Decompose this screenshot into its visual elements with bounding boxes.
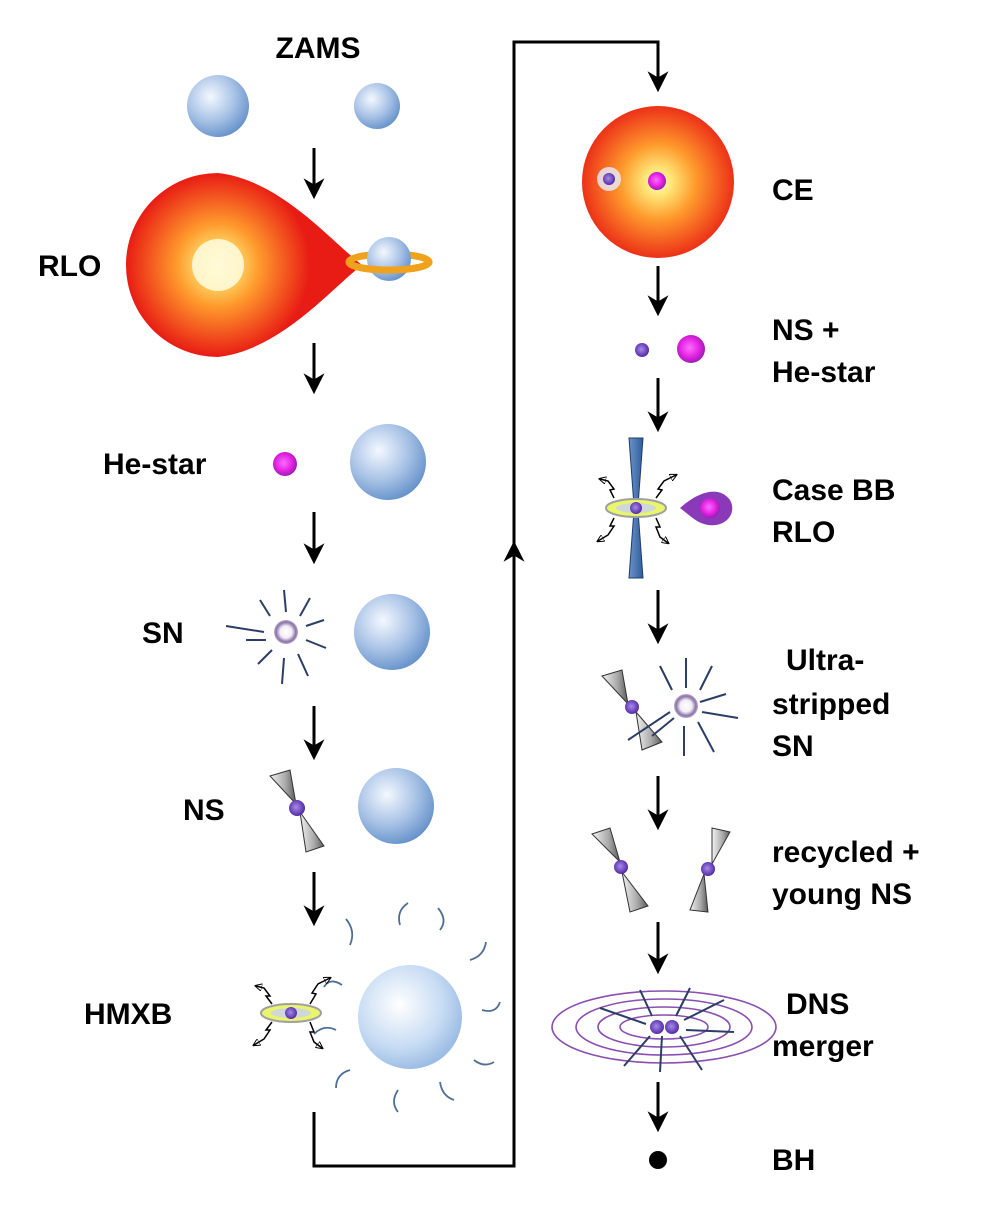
- recycled-neutron-star: [614, 860, 628, 874]
- stage-recycled-young-ns: recycled + young NS: [591, 827, 920, 913]
- stage-ce: CE: [582, 106, 814, 258]
- stage-label-bh: BH: [772, 1144, 815, 1177]
- stellar-wind-lines: [313, 902, 501, 1113]
- stage-label-case-bb-line2: RLO: [772, 516, 835, 549]
- neutron-star: [630, 502, 642, 514]
- pulsar-beam-icon: [269, 769, 325, 853]
- helium-star: [677, 335, 705, 363]
- stage-ns: NS: [183, 768, 434, 853]
- stage-zams: ZAMS: [187, 32, 400, 137]
- neutron-star: [285, 1007, 297, 1019]
- stage-label-he-star: He-star: [103, 448, 207, 481]
- stage-label-ns-he-star-line1: NS +: [772, 314, 840, 347]
- stage-label-recycled-line2: young NS: [772, 878, 912, 911]
- stage-label-dns-line2: merger: [772, 1030, 874, 1063]
- stage-label-sn: SN: [142, 617, 184, 650]
- stage-label-rlo: RLO: [38, 250, 101, 283]
- massive-star-primary: [187, 75, 249, 137]
- x-ray-emission-arrows: [598, 475, 676, 543]
- stage-ns-he-star: NS + He-star: [635, 314, 876, 389]
- x-ray-emission-arrows: [254, 978, 330, 1048]
- gravitational-wave-orbits: [551, 990, 777, 1064]
- merging-neutron-star-2: [665, 1020, 679, 1034]
- neutron-star: [289, 800, 305, 816]
- stage-label-ultra-line1: Ultra-: [786, 644, 864, 677]
- supernova-burst-lines: [627, 658, 739, 756]
- black-hole: [649, 1151, 667, 1169]
- stage-case-bb-rlo: Case BB RLO: [598, 437, 895, 579]
- companion-star: [354, 594, 430, 670]
- stage-label-case-bb-line1: Case BB: [772, 474, 895, 507]
- stage-sn: SN: [142, 589, 430, 685]
- young-neutron-star: [701, 862, 715, 876]
- recycled-neutron-star: [625, 700, 639, 714]
- stage-label-ultra-line3: SN: [772, 730, 814, 763]
- stage-label-recycled-line1: recycled +: [772, 836, 920, 869]
- relativistic-jet-up: [628, 437, 644, 507]
- pulsar-beam-icon: [601, 669, 663, 751]
- stage-ultra-stripped-sn: Ultra- stripped SN: [601, 644, 890, 763]
- massive-star-secondary: [354, 83, 400, 129]
- pulsar-beam-icon: [689, 827, 731, 913]
- merger-burst-lines: [599, 987, 735, 1073]
- stage-dns-merger: DNS merger: [551, 987, 874, 1073]
- stage-rlo: RLO: [38, 173, 433, 357]
- connector-line-up: [312, 548, 516, 1168]
- stage-label-dns-line1: DNS: [786, 988, 849, 1021]
- inspiralling-neutron-star: [603, 173, 615, 185]
- stage-bh: BH: [649, 1144, 815, 1177]
- stage-label-ultra-line2: stripped: [772, 688, 890, 721]
- stage-label-ns-he-star-line2: He-star: [772, 356, 876, 389]
- companion-star: [358, 768, 434, 844]
- massive-companion-star: [358, 965, 462, 1069]
- pulsar-beam-icon: [591, 827, 649, 913]
- supernova-burst-lines: [225, 589, 327, 685]
- connector-line-to-ce: [512, 40, 669, 548]
- companion-star: [350, 424, 426, 500]
- stage-label-ce: CE: [772, 174, 814, 207]
- stage-label-ns: NS: [183, 794, 225, 827]
- relativistic-jet-down: [628, 509, 644, 579]
- stage-label-zams: ZAMS: [276, 32, 361, 65]
- merging-neutron-star-1: [650, 1020, 664, 1034]
- supernova-remnant: [274, 620, 298, 644]
- stage-hmxb: HMXB: [84, 902, 501, 1113]
- giant-core: [192, 239, 244, 291]
- stage-he-star: He-star: [103, 424, 426, 500]
- supernova-remnant: [674, 694, 698, 718]
- helium-star: [273, 452, 297, 476]
- accretor-star: [367, 237, 411, 281]
- stage-label-hmxb: HMXB: [84, 998, 172, 1031]
- giant-helium-core: [648, 172, 666, 190]
- neutron-star: [635, 343, 649, 357]
